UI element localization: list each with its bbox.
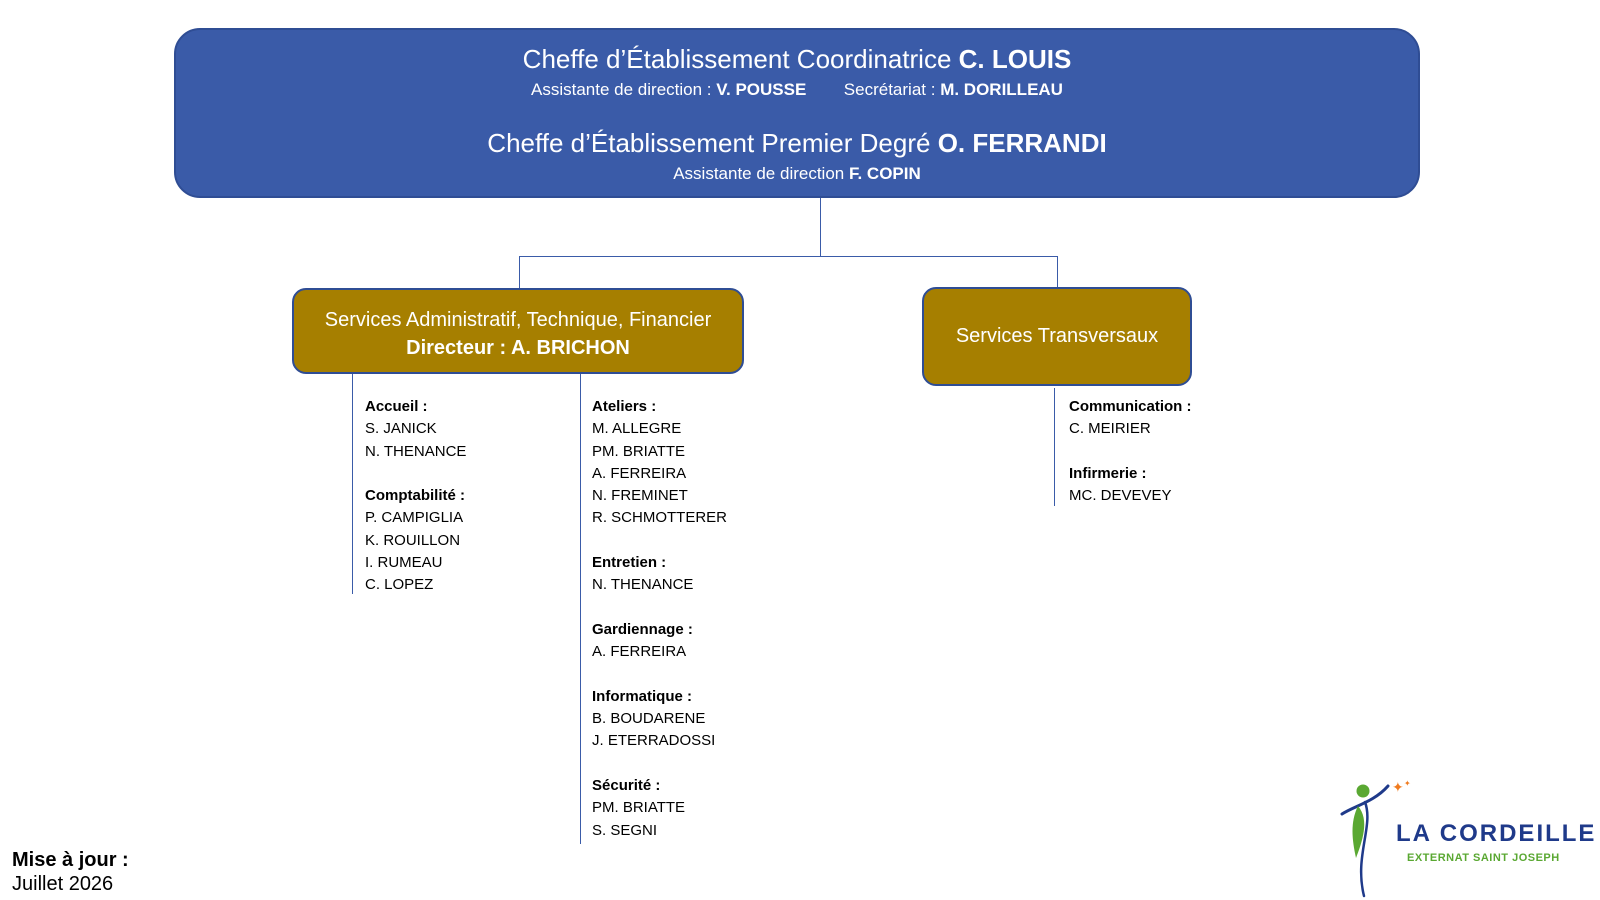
connector-to-admin <box>519 256 520 288</box>
assistant-label: Assistante de direction : <box>531 80 712 99</box>
group-label: Comptabilité : <box>365 487 465 505</box>
group-label: Accueil : <box>365 398 428 415</box>
staff-member: A. FERREIRA <box>592 643 687 661</box>
primary-assistant-name: F. COPIN <box>848 164 921 183</box>
staff-member: R. SCHMOTTERER <box>592 509 727 527</box>
transversal-services-box: Services Transversaux <box>922 287 1192 386</box>
school-logo-name: LA CORDEILLE <box>1396 820 1597 847</box>
school-logo-graphic: ✦ ✦ <box>1340 779 1411 898</box>
primary-assistant-line: Assistante de direction F. COPIN <box>176 164 1418 184</box>
admin-left-branch-line <box>352 374 353 594</box>
assistant-name: V. POUSSE <box>716 80 807 99</box>
staff-member: J. ETERRADOSSI <box>592 732 716 750</box>
school-logo-subtitle: EXTERNAT SAINT JOSEPH <box>1407 852 1560 864</box>
admin-director: Directeur : A. BRICHON <box>406 337 630 359</box>
coordinator-name: C. LOUIS <box>958 44 1072 74</box>
svg-text:✦: ✦ <box>1404 779 1411 788</box>
staff-member: M. ALLEGRE <box>592 420 682 438</box>
connector-to-transversal <box>1057 256 1058 287</box>
coordinator-title: Cheffe d’Établissement Coordinatrice <box>522 44 952 74</box>
staff-member: PM. BRIATTE <box>592 799 686 817</box>
group-label: Entretien : <box>592 554 667 572</box>
group-label: Sécurité : <box>592 777 661 795</box>
staff-member: N. THENANCE <box>592 576 694 594</box>
staff-member: P. CAMPIGLIA <box>365 509 464 527</box>
group-label: Informatique : <box>592 687 692 705</box>
primary-head-line: Cheffe d’Établissement Premier Degré O. … <box>176 128 1418 158</box>
transversal-branch-line <box>1054 388 1055 506</box>
staff-member: A. FERREIRA <box>592 464 687 482</box>
coordinator-line: Cheffe d’Établissement Coordinatrice C. … <box>176 44 1418 74</box>
connector-horizontal <box>519 256 1058 257</box>
admin-left-column: Accueil : S. JANICK N. THENANCE Comptabi… <box>365 396 466 597</box>
group-label: Gardiennage : <box>592 620 693 638</box>
admin-right-branch-line <box>580 374 581 844</box>
admin-services-title: Services Administratif, Technique, Finan… <box>324 309 712 331</box>
admin-right-column: Ateliers : M. ALLEGRE PM. BRIATTE A. FER… <box>592 396 727 842</box>
secretariat-label: Secrétariat : <box>843 80 936 99</box>
staff-member: MC. DEVEVEY <box>1069 487 1172 505</box>
head-office-box: Cheffe d’Établissement Coordinatrice C. … <box>174 28 1420 198</box>
group-label: Infirmerie : <box>1069 464 1147 482</box>
group-label: Communication : <box>1069 398 1192 415</box>
svg-text:✦: ✦ <box>1392 780 1404 796</box>
admin-services-box: Services Administratif, Technique, Finan… <box>292 288 744 374</box>
staff-member: C. MEIRIER <box>1069 420 1151 438</box>
primary-assistant-label: Assistante de direction <box>673 164 845 183</box>
secretariat-name: M. DORILLEAU <box>940 80 1063 99</box>
group-label: Ateliers : <box>592 398 657 415</box>
staff-member: N. FREMINET <box>592 487 688 505</box>
staff-member: C. LOPEZ <box>365 576 434 594</box>
update-date: Juillet 2026 <box>12 873 114 895</box>
staff-member: B. BOUDARENE <box>592 710 706 728</box>
coordinator-staff-line: Assistante de direction : V. POUSSE Secr… <box>176 80 1418 100</box>
primary-head-title: Cheffe d’Établissement Premier Degré <box>487 128 931 158</box>
transversal-services-title: Services Transversaux <box>955 325 1159 347</box>
update-label: Mise à jour : <box>12 849 129 871</box>
staff-member: S. SEGNI <box>592 821 658 839</box>
staff-member: S. JANICK <box>365 420 437 438</box>
staff-member: K. ROUILLON <box>365 531 461 549</box>
update-note: Mise à jour : Juillet 2026 <box>12 848 129 896</box>
primary-head-name: O. FERRANDI <box>937 128 1107 158</box>
staff-member: I. RUMEAU <box>365 554 443 572</box>
staff-member: N. THENANCE <box>365 442 467 460</box>
transversal-column: Communication : C. MEIRIER Infirmerie : … <box>1069 396 1192 507</box>
staff-member: PM. BRIATTE <box>592 442 686 460</box>
connector-trunk <box>820 198 821 257</box>
